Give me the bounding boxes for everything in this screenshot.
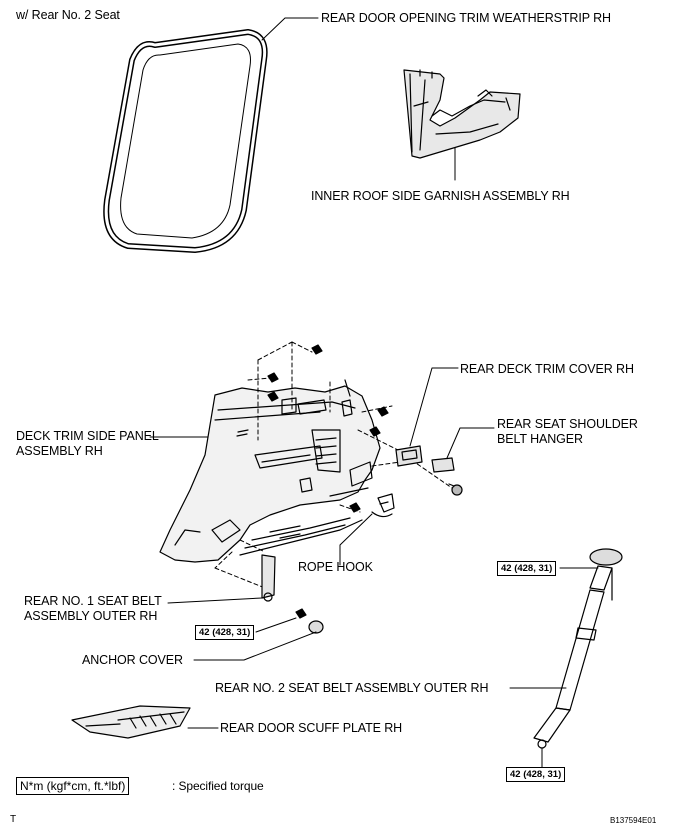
roof-garnish-label: INNER ROOF SIDE GARNISH ASSEMBLY RH (311, 189, 570, 203)
hanger-leader (446, 427, 495, 459)
hanger-bolt (448, 483, 463, 496)
anchor-bolt (295, 608, 307, 619)
anchor-cover-label: ANCHOR COVER (82, 653, 183, 667)
no1-belt-label-line1: REAR NO. 1 SEAT BELT (24, 594, 162, 608)
figure-id: B137594E01 (610, 816, 657, 825)
anchor-cover-part (308, 620, 324, 634)
weatherstrip-leader (261, 17, 319, 41)
deck-trim-cover-part (395, 445, 423, 467)
no2-belt-label: REAR NO. 2 SEAT BELT ASSEMBLY OUTER RH (215, 681, 489, 695)
deck-panel-label-line1: DECK TRIM SIDE PANEL (16, 429, 159, 443)
no1-torque-leader (255, 617, 297, 633)
rope-hook-part (371, 493, 395, 518)
corner-mark: T (10, 814, 17, 825)
no1-anchor-torque-box: 42 (428, 31) (195, 625, 255, 640)
clip-alignment-lines (214, 341, 453, 591)
weatherstrip-part (103, 29, 268, 253)
shoulder-hanger-label-line2: BELT HANGER (497, 432, 583, 446)
rope-hook-label: ROPE HOOK (298, 560, 373, 574)
shoulder-hanger-label-line1: REAR SEAT SHOULDER (497, 417, 638, 431)
torque-legend-unit-box: N*m (kgf*cm, ft.*lbf) (16, 777, 130, 795)
deck-trim-panel-part (159, 379, 381, 563)
no1-belt-part (261, 554, 276, 602)
torque-legend-text: : Specified torque (172, 779, 264, 793)
clip-fasteners (267, 344, 389, 513)
rope-hook-leader (339, 513, 373, 566)
no1-belt-leader (167, 597, 263, 604)
deck-cover-leader (409, 367, 459, 447)
no2-belt-part (533, 548, 623, 749)
anchor-cover-leader (193, 631, 317, 661)
deck-panel-label-line2: ASSEMBLY RH (16, 444, 103, 458)
shoulder-hanger-part (431, 457, 455, 473)
no2-lower-torque-box: 42 (428, 31) (506, 767, 566, 782)
scuff-plate-label: REAR DOOR SCUFF PLATE RH (220, 721, 403, 735)
no1-belt-label-line2: ASSEMBLY OUTER RH (24, 609, 158, 623)
roof-garnish-part (403, 69, 521, 159)
scuff-plate-part (71, 705, 191, 739)
deck-trim-cover-label: REAR DECK TRIM COVER RH (460, 362, 634, 376)
diagram-title: w/ Rear No. 2 Seat (16, 8, 120, 22)
no2-upper-torque-box: 42 (428, 31) (497, 561, 557, 576)
weatherstrip-label: REAR DOOR OPENING TRIM WEATHERSTRIP RH (321, 11, 611, 25)
